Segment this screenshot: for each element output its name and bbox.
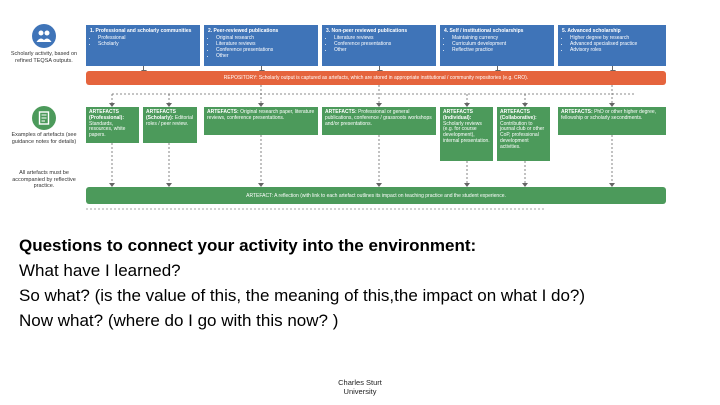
artefact-title: ARTEFACTS:	[325, 109, 357, 115]
artefact-title: ARTEFACTS (Professional):	[89, 109, 125, 121]
footer-line-1: Charles Sturt	[338, 378, 382, 387]
activity-item: Advisory roles	[570, 47, 662, 53]
activity-item: Other	[334, 47, 432, 53]
activity-item: Higher degree by research	[570, 35, 662, 41]
repository-connectors	[109, 85, 634, 107]
artefact-box-6: ARTEFACTS (Collaborative): Contribution …	[497, 107, 550, 161]
artefact-text: Editorial roles / peer review.	[146, 114, 193, 127]
artefact-text: Standards, resources, white papers.	[89, 120, 126, 139]
activity-item: Conference presentations	[334, 41, 432, 47]
people-icon	[36, 30, 52, 42]
side-bottom-label: All artefacts must be accompanied by ref…	[12, 170, 76, 190]
document-icon	[38, 111, 50, 125]
activity-box-3: 3. Non-peer reviewed publications Litera…	[322, 25, 436, 66]
activity-item: Literature reviews	[216, 41, 314, 47]
artefact-text: Contribution to journal club or other Co…	[500, 120, 545, 150]
artefact-text: Professional or general publications, co…	[325, 109, 432, 127]
artefact-box-3: ARTEFACTS: Original research paper, lite…	[204, 107, 318, 135]
activity-box-4: 4. Self / institutional scholarships Mai…	[440, 25, 554, 66]
activity-box-1: 1. Professional and scholarly communitie…	[86, 25, 200, 66]
activity-item: Advanced specialised practice	[570, 41, 662, 47]
artefact-title: ARTEFACTS (Scholarly):	[146, 109, 176, 121]
question-line-1: What have I learned?	[19, 261, 181, 280]
activity-box-5: 5. Advanced scholarship Higher degree by…	[558, 25, 666, 66]
artefact-box-5: ARTEFACTS (Individual): Scholarly review…	[440, 107, 493, 161]
artefact-text: Scholarly reviews (e.g. for course devel…	[443, 120, 490, 144]
reflection-connectors	[109, 135, 615, 187]
activity-title: 2. Peer-reviewed publications	[208, 28, 279, 34]
artefact-title: ARTEFACTS:	[207, 109, 239, 115]
activity-item: Reflective practice	[452, 47, 550, 53]
activity-box-2: 2. Peer-reviewed publications Original r…	[204, 25, 318, 66]
activity-title: 4. Self / institutional scholarships	[444, 28, 524, 34]
artefact-title: ARTEFACTS (Collaborative):	[500, 109, 537, 121]
footer-logo-text: Charles Sturt University	[320, 378, 400, 396]
activity-title: 3. Non-peer reviewed publications	[326, 28, 408, 34]
artefact-title: ARTEFACTS (Individual):	[443, 109, 473, 121]
activity-item: Original research	[216, 35, 314, 41]
scholarship-diagram: Scholarly activity, based on refined TEQ…	[0, 0, 720, 215]
people-circle-icon	[32, 24, 56, 48]
artefact-circle-icon	[32, 106, 56, 130]
footer-line-2: University	[343, 387, 377, 396]
activity-item: Other	[216, 53, 314, 59]
artefact-box-7: ARTEFACTS: PhD or other higher degree, f…	[558, 107, 666, 135]
question-line-3: Now what? (where do I go with this now? …	[19, 311, 339, 330]
side-middle-label: Examples of artefacts (see guidance note…	[11, 132, 77, 145]
repository-bar: REPOSITORY: Scholarly output is captured…	[86, 71, 666, 85]
activity-item: Curriculum development	[452, 41, 550, 47]
side-top-label: Scholarly activity, based on refined TEQ…	[10, 51, 78, 64]
activity-item: Scholarly	[98, 41, 196, 47]
question-line-2: So what? (is the value of this, the mean…	[19, 286, 586, 305]
artefact-title: ARTEFACTS:	[561, 109, 593, 115]
activity-title: 5. Advanced scholarship	[562, 28, 621, 34]
activity-title: 1. Professional and scholarly communitie…	[90, 28, 192, 34]
artefact-text: PhD or other higher degree, fellowship o…	[561, 109, 657, 121]
questions-section: Questions to connect your activity into …	[19, 233, 719, 333]
questions-heading: Questions to connect your activity into …	[19, 236, 477, 255]
reflection-bottom-dashes	[86, 208, 546, 210]
artefact-box-1: ARTEFACTS (Professional): Standards, res…	[86, 107, 139, 143]
activity-item: Maintaining currency	[452, 35, 550, 41]
artefact-text: Original research paper, literature revi…	[207, 109, 315, 121]
activity-item: Professional	[98, 35, 196, 41]
artefact-box-2: ARTEFACTS (Scholarly): Editorial roles /…	[143, 107, 197, 143]
activity-item: Conference presentations	[216, 47, 314, 53]
activity-item: Literature reviews	[334, 35, 432, 41]
artefact-box-4: ARTEFACTS: Professional or general publi…	[322, 107, 436, 135]
reflection-bar: ARTEFACT: A reflection (with link to eac…	[86, 187, 666, 204]
